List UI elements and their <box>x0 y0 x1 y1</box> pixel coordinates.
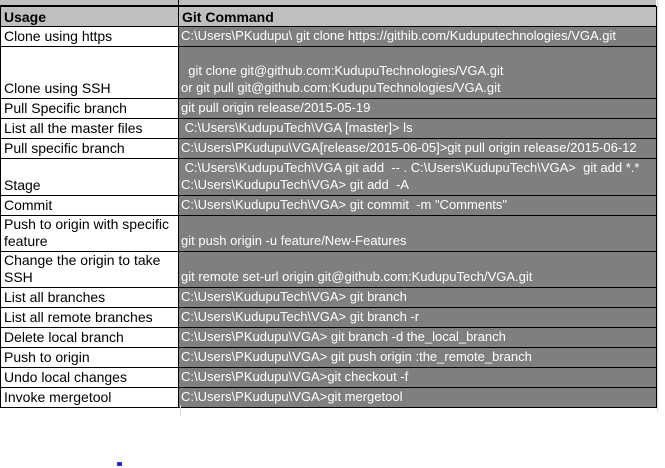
usage-cell[interactable]: Change the origin to take SSH <box>0 251 179 288</box>
faint-gridline-right <box>657 0 658 412</box>
command-cell[interactable]: C:\Users\PKudupu\VGA[release/2015-06-05]… <box>178 138 657 159</box>
command-line: git pull origin release/2015-05-19 <box>181 100 371 115</box>
command-cell[interactable]: C:\Users\KudupuTech\VGA> git branch <box>178 287 657 308</box>
command-cell[interactable]: git clone git@github.com:KudupuTechnolog… <box>178 46 657 99</box>
command-line: C:\Users\PKudupu\VGA> git push origin :t… <box>181 349 532 364</box>
command-line: C:\Users\KudupuTech\VGA> git branch -r <box>181 309 420 324</box>
usage-cell[interactable]: Delete local branch <box>0 327 179 348</box>
command-line: C:\Users\KudupuTech\VGA [master]> ls <box>181 120 413 135</box>
command-cell[interactable]: git remote set-url origin git@github.com… <box>178 251 657 288</box>
usage-cell[interactable]: List all remote branches <box>0 307 179 328</box>
usage-cell[interactable]: Push to origin with specific feature <box>0 215 179 252</box>
usage-cell[interactable]: Commit <box>0 195 179 216</box>
command-cell[interactable]: C:\Users\PKudupu\VGA>git checkout -f <box>178 367 657 388</box>
usage-cell[interactable]: Undo local changes <box>0 367 179 388</box>
faint-gridline-stub <box>180 405 181 416</box>
command-line: C:\Users\PKudupu\VGA>git checkout -f <box>181 369 409 384</box>
command-line: C:\Users\PKudupu\ git clone https://gith… <box>181 28 617 43</box>
command-cell[interactable]: git pull origin release/2015-05-19 <box>178 98 657 119</box>
column-divider <box>178 0 179 5</box>
usage-cell[interactable]: List all the master files <box>0 118 179 139</box>
command-line: C:\Users\PKudupu\VGA> git branch -d the_… <box>181 329 506 344</box>
command-line: C:\Users\KudupuTech\VGA> git commit -m "… <box>181 197 508 212</box>
command-cell[interactable]: C:\Users\PKudupu\VGA> git push origin :t… <box>178 347 657 368</box>
command-cell[interactable]: git push origin -u feature/New-Features <box>178 215 657 252</box>
table-row: Stage C:\Users\KudupuTech\VGA git add --… <box>0 158 657 196</box>
command-line: or git pull git@github.com:KudupuTechnol… <box>181 80 501 95</box>
command-cell[interactable]: C:\Users\PKudupu\ git clone https://gith… <box>178 26 657 47</box>
cutoff-row-strip <box>0 0 656 6</box>
command-cell[interactable]: C:\Users\PKudupu\VGA>git mergetool <box>178 387 657 408</box>
command-line: git push origin -u feature/New-Features <box>181 233 407 248</box>
usage-cell[interactable]: Pull specific branch <box>0 138 179 159</box>
usage-cell[interactable]: Invoke mergetool <box>0 387 179 408</box>
command-line: C:\Users\KudupuTech\VGA> git branch <box>181 289 407 304</box>
command-cell[interactable]: C:\Users\KudupuTech\VGA> git commit -m "… <box>178 195 657 216</box>
table-row: List all the master files C:\Users\Kudup… <box>0 118 657 139</box>
command-cell[interactable]: C:\Users\KudupuTech\VGA> git branch -r <box>178 307 657 328</box>
command-line: git clone git@github.com:KudupuTechnolog… <box>181 63 504 78</box>
command-cell[interactable]: C:\Users\PKudupu\VGA> git branch -d the_… <box>178 327 657 348</box>
command-cell[interactable]: C:\Users\KudupuTech\VGA [master]> ls <box>178 118 657 139</box>
command-line: C:\Users\PKudupu\VGA[release/2015-06-05]… <box>181 140 637 155</box>
header-usage[interactable]: Usage <box>0 6 179 27</box>
usage-cell[interactable]: Pull Specific branch <box>0 98 179 119</box>
command-line: C:\Users\KudupuTech\VGA git add -- . C:\… <box>181 160 640 175</box>
header-git-command[interactable]: Git Command <box>178 6 657 27</box>
command-cell[interactable]: C:\Users\KudupuTech\VGA git add -- . C:\… <box>178 158 657 196</box>
command-line: git remote set-url origin git@github.com… <box>181 269 533 284</box>
command-line: C:\Users\PKudupu\VGA>git mergetool <box>181 389 403 404</box>
usage-cell[interactable]: Stage <box>0 158 179 196</box>
table-row: Clone using SSH git clone git@github.com… <box>0 46 657 99</box>
header-row: Usage Git Command <box>0 6 657 27</box>
blue-dot-artifact <box>117 462 122 466</box>
usage-cell[interactable]: Clone using https <box>0 26 179 47</box>
usage-cell[interactable]: Push to origin <box>0 347 179 368</box>
command-line: C:\Users\KudupuTech\VGA> git add -A <box>181 177 409 192</box>
usage-cell[interactable]: Clone using SSH <box>0 46 179 99</box>
usage-cell[interactable]: List all branches <box>0 287 179 308</box>
